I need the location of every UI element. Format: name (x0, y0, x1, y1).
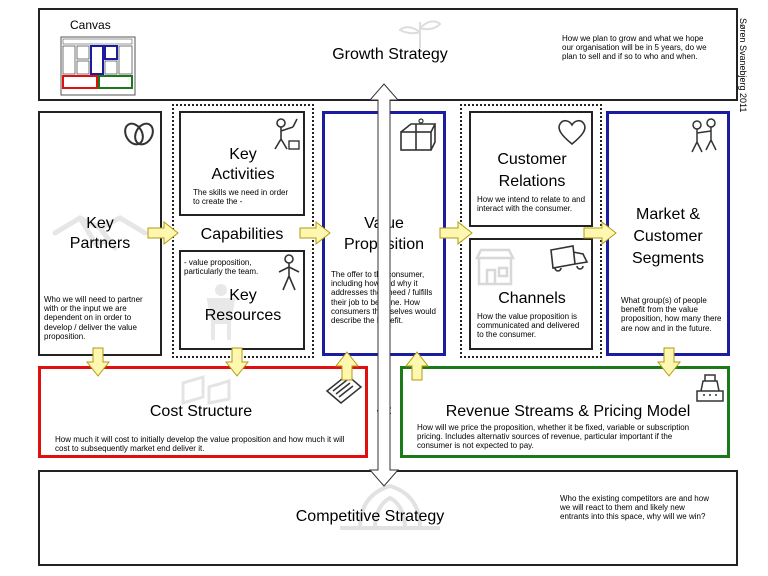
key-activities-title-line1: Key (229, 146, 257, 163)
receipt-icon (325, 374, 363, 404)
growth-strategy-box: Canvas Growth Strategy How we plan to gr… (38, 8, 738, 101)
key-partners-desc: Who we will need to partner with or the … (44, 295, 143, 341)
customer-relations-box: Customer Relations How we intend to rela… (469, 111, 593, 227)
revenue-streams-box: Revenue Streams & Pricing Model How will… (400, 366, 730, 458)
resource-person-watermark-icon (206, 284, 236, 340)
customer-segments-desc: What group(s) of people benefit from the… (621, 296, 722, 333)
cost-watermark-icon (181, 374, 231, 406)
key-activities-box: Key Activities The skills we need in ord… (179, 111, 305, 216)
value-proposition-title-line2: Proposition (343, 236, 425, 253)
heart-icon (558, 119, 586, 146)
growth-watermark-icon (398, 20, 442, 48)
competitive-strategy-title: Competitive Strategy (295, 508, 445, 525)
center-arrow-label: << (376, 403, 392, 418)
value-proposition-box: Value Proposition The offer to the consu… (322, 111, 446, 356)
handshake-watermark-icon (52, 215, 148, 251)
gift-icon (400, 118, 437, 151)
key-resources-title-line2: Resources (204, 307, 282, 324)
canvas-label: Canvas (70, 18, 111, 32)
competitive-watermark-icon (340, 483, 440, 530)
key-partners-box: Key Partners Who we will need to partner… (38, 111, 162, 356)
customer-segments-box: Market & Customer Segments What group(s)… (606, 111, 730, 356)
key-resources-box: - value proposition, particularly the te… (179, 250, 305, 350)
shop-watermark-icon (475, 248, 515, 286)
canvas-thumbnail-icon (60, 36, 136, 96)
revenue-streams-title: Revenue Streams & Pricing Model (445, 403, 691, 420)
key-activities-desc: The skills we need in order to create th… (193, 188, 289, 207)
customer-segments-title-line3: Segments (631, 250, 705, 267)
key-partners-title-line1: Key (86, 215, 114, 232)
key-partners-title-line2: Partners (69, 235, 131, 252)
key-resources-desc: - value proposition, particularly the te… (184, 258, 259, 277)
author-credit: Søren Svanebjerg 2011 (738, 18, 748, 113)
cost-structure-desc: How much it will cost to initially devel… (55, 435, 345, 454)
customer-relations-title-line2: Relations (498, 173, 566, 190)
cash-register-icon (696, 374, 724, 402)
resource-worker-icon (278, 254, 300, 291)
customer-segments-title-line2: Customer (633, 228, 703, 245)
key-activities-title-line2: Activities (211, 166, 275, 183)
competitive-strategy-box: Competitive Strategy Who the existing co… (38, 470, 738, 566)
value-proposition-desc: The offer to the consumer, including how… (331, 270, 436, 325)
customer-segments-title-line1: Market & (635, 206, 700, 223)
cost-structure-box: Cost Structure How much it will cost to … (38, 366, 368, 458)
growth-strategy-desc: How we plan to grow and what we hope our… (562, 34, 707, 62)
value-proposition-title-line1: Value (364, 215, 404, 232)
chain-links-icon (124, 122, 154, 146)
truck-icon (550, 245, 589, 272)
channels-box: Channels How the value proposition is co… (469, 238, 593, 350)
channels-title: Channels (498, 290, 566, 307)
channels-desc: How the value proposition is communicate… (477, 312, 580, 340)
people-icon (691, 118, 717, 153)
customer-relations-title-line1: Customer (497, 151, 567, 168)
competitive-strategy-desc: Who the existing competitors are and how… (560, 494, 709, 522)
growth-strategy-title: Growth Strategy (332, 46, 448, 63)
revenue-streams-desc: How will we price the proposition, wheth… (417, 423, 690, 451)
capabilities-title: Capabilities (200, 226, 284, 243)
worker-icon (274, 118, 300, 150)
customer-relations-desc: How we intend to relate to and interact … (477, 195, 586, 214)
key-resources-title-line1: Key (229, 287, 257, 304)
cost-structure-title: Cost Structure (149, 403, 253, 420)
